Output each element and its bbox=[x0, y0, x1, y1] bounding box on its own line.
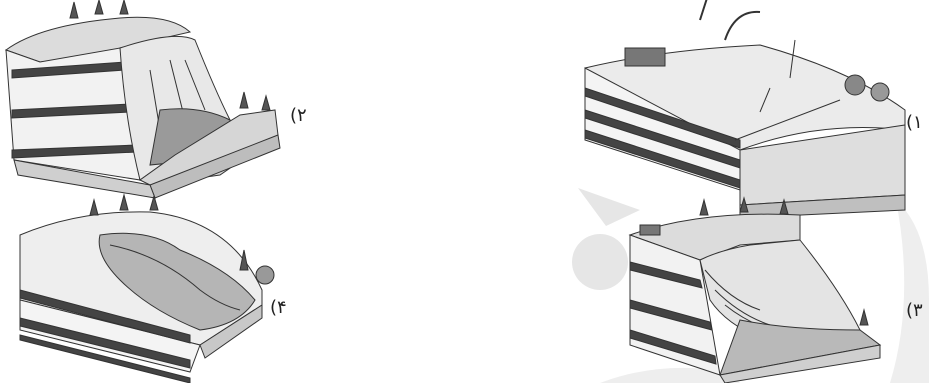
panel-label-2: (۲ bbox=[290, 105, 307, 126]
panel-label-4: (۴ bbox=[270, 297, 287, 318]
panel-label-3: (۳ bbox=[906, 300, 923, 321]
panel-label-1: (۱ bbox=[906, 112, 923, 133]
